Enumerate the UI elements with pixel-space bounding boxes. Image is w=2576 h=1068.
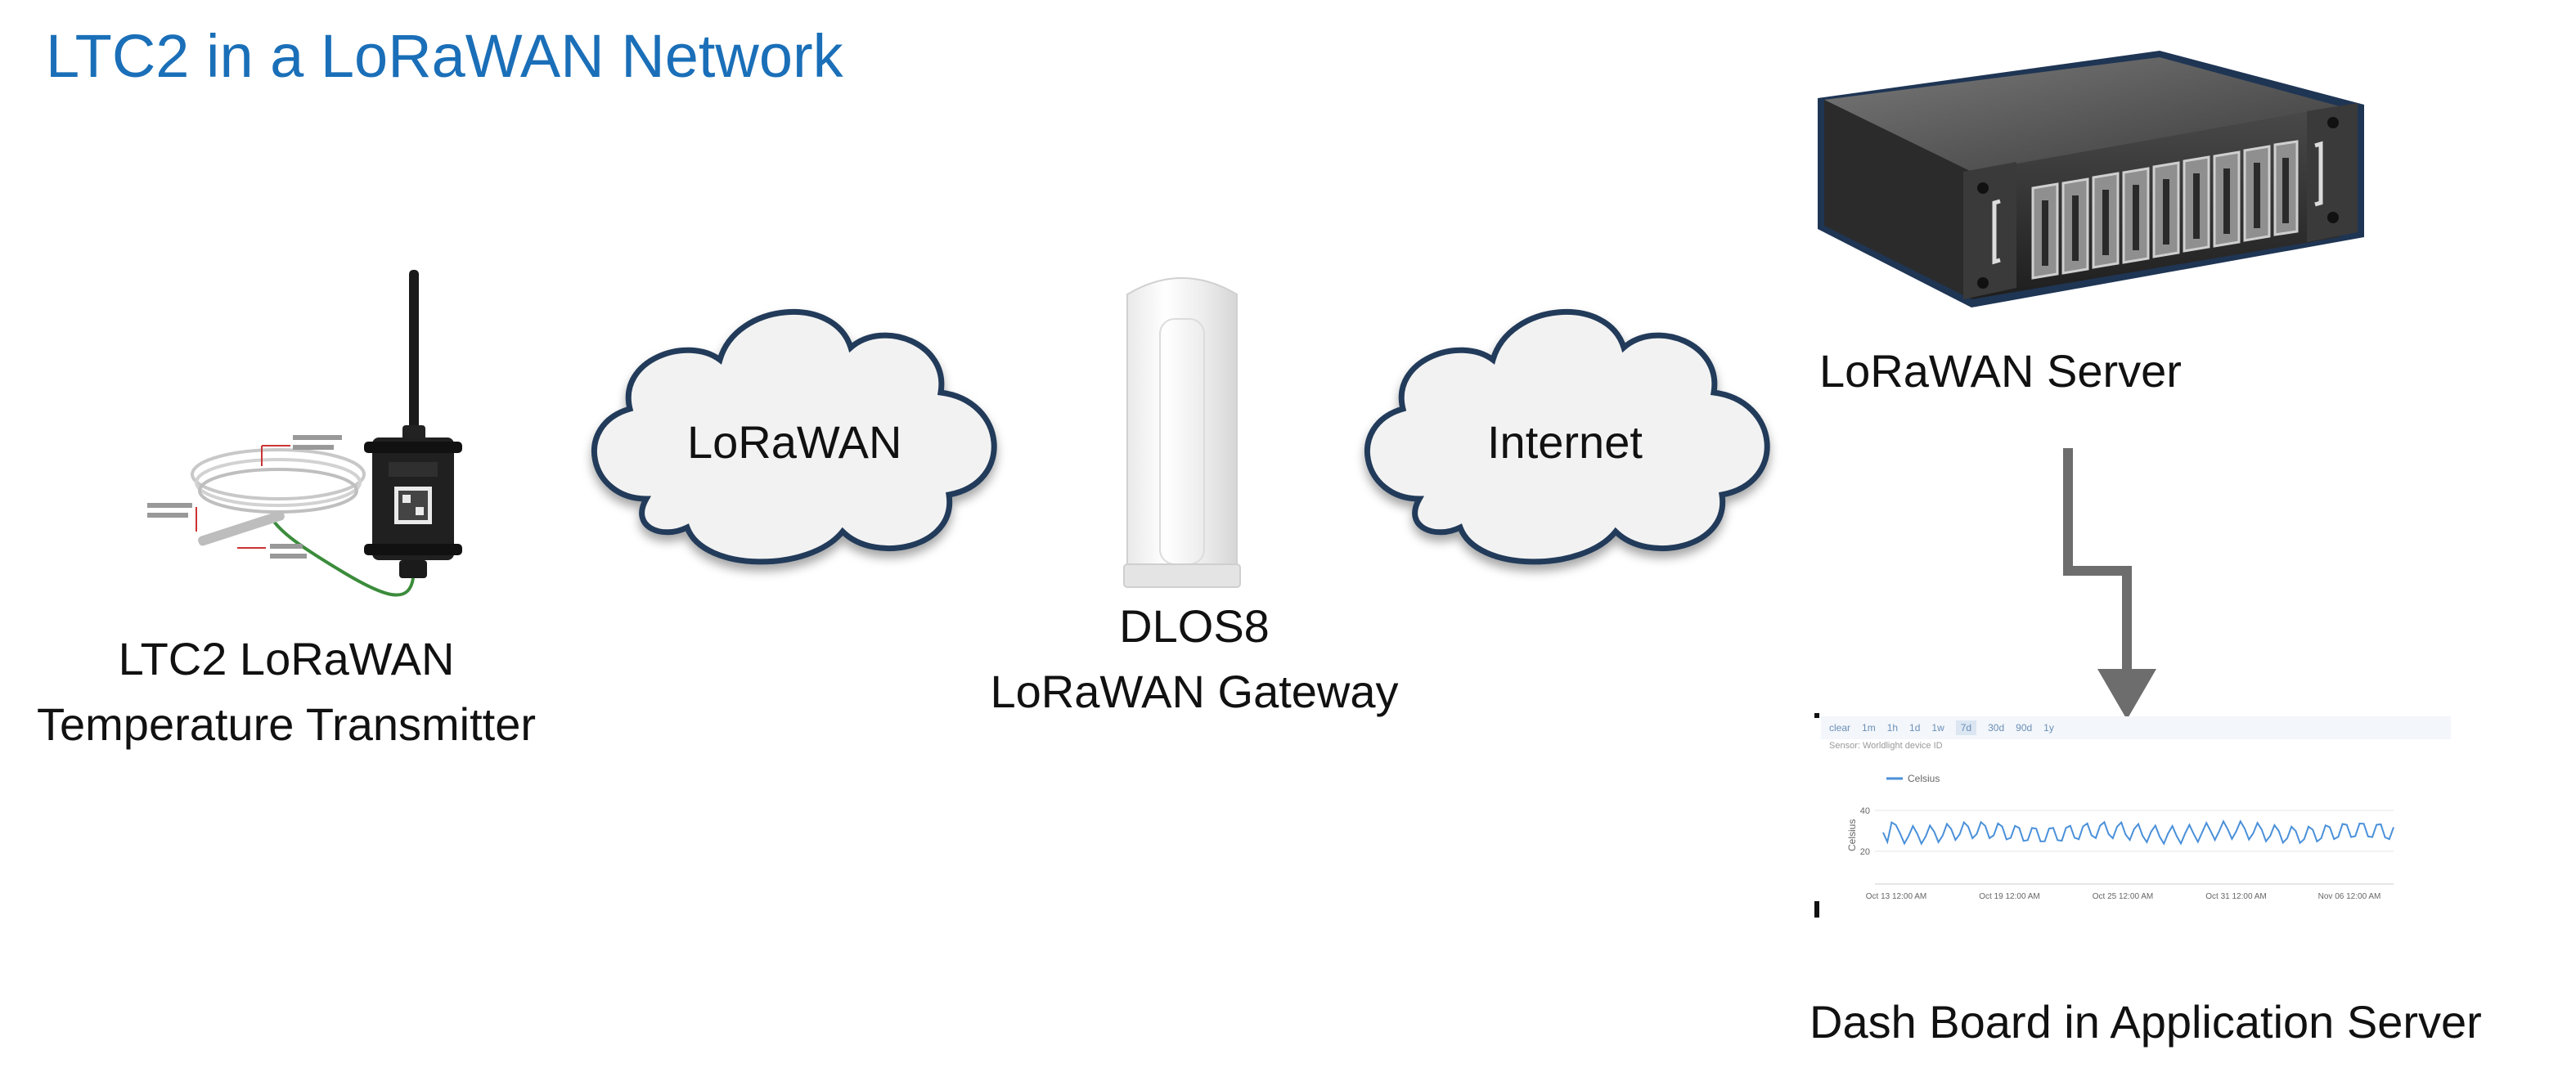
transmitter-label: LTC2 LoRaWAN Temperature Transmitter bbox=[0, 626, 573, 756]
x-tick-label: Oct 31 12:00 AM bbox=[2205, 892, 2267, 901]
dashboard-status: Sensor: Worldlight device ID bbox=[1829, 741, 1943, 751]
toolbar-item[interactable]: clear bbox=[1829, 722, 1851, 734]
server-to-dashboard-arrow bbox=[2063, 448, 2156, 720]
dashboard-label: Dash Board in Application Server bbox=[1809, 996, 2482, 1048]
dashboard-toolbar: clear 1m 1h 1d 1w 7d 30d 90d 1y bbox=[1821, 716, 2451, 739]
gateway-label-line1: DLOS8 bbox=[1119, 600, 1270, 652]
dashboard-edge-mark-top bbox=[1814, 713, 1819, 718]
internet-cloud-label: Internet bbox=[1487, 416, 1643, 468]
x-tick-label: Nov 06 12:00 AM bbox=[2318, 892, 2381, 901]
x-tick-label: Oct 13 12:00 AM bbox=[1866, 892, 1927, 901]
lorawan-cloud-label: LoRaWAN bbox=[687, 416, 902, 468]
gateway-label-line2: LoRaWAN Gateway bbox=[990, 665, 1399, 717]
y-tick-label: 20 bbox=[1860, 847, 1870, 857]
dashboard-panel: clear 1m 1h 1d 1w 7d 30d 90d 1y Sensor: … bbox=[1821, 716, 2451, 921]
gateway-label: DLOS8 LoRaWAN Gateway bbox=[949, 594, 1440, 724]
toolbar-item[interactable]: 1h bbox=[1886, 722, 1899, 734]
lorawan-server-image bbox=[1818, 51, 2364, 307]
ltc2-device-image bbox=[147, 270, 462, 597]
dlos8-gateway-image bbox=[1123, 277, 1241, 588]
server-label: LoRaWAN Server bbox=[1819, 345, 2182, 397]
toolbar-item[interactable]: 1d bbox=[1909, 722, 1921, 734]
y-axis-label: Celsius bbox=[1846, 819, 1858, 851]
lorawan-cloud-shape bbox=[591, 309, 997, 565]
dashboard-chart: Celsius Celsius 40 20 Oct 13 12:00 AM Oct … bbox=[1846, 773, 2394, 901]
x-tick-label: Oct 25 12:00 AM bbox=[2093, 892, 2154, 901]
transmitter-label-line2: Temperature Transmitter bbox=[37, 698, 536, 750]
toolbar-item[interactable]: 30d bbox=[1988, 722, 2005, 734]
toolbar-item[interactable]: 1w bbox=[1931, 722, 1944, 734]
internet-cloud-shape bbox=[1364, 309, 1770, 565]
x-tick-label: Oct 19 12:00 AM bbox=[1979, 892, 2040, 901]
transmitter-label-line1: LTC2 LoRaWAN bbox=[118, 633, 455, 684]
toolbar-item-active[interactable]: 7d bbox=[1955, 720, 1977, 735]
y-tick-label: 40 bbox=[1860, 806, 1870, 816]
dashboard-edge-mark-bottom bbox=[1814, 901, 1819, 918]
toolbar-item[interactable]: 1m bbox=[1862, 722, 1876, 734]
toolbar-item[interactable]: 1y bbox=[2043, 722, 2054, 734]
toolbar-item[interactable]: 90d bbox=[2016, 722, 2033, 734]
celsius-series-line bbox=[1882, 819, 2394, 846]
diagram-title: LTC2 in a LoRaWAN Network bbox=[46, 22, 843, 90]
legend-label: Celsius bbox=[1908, 773, 1940, 784]
